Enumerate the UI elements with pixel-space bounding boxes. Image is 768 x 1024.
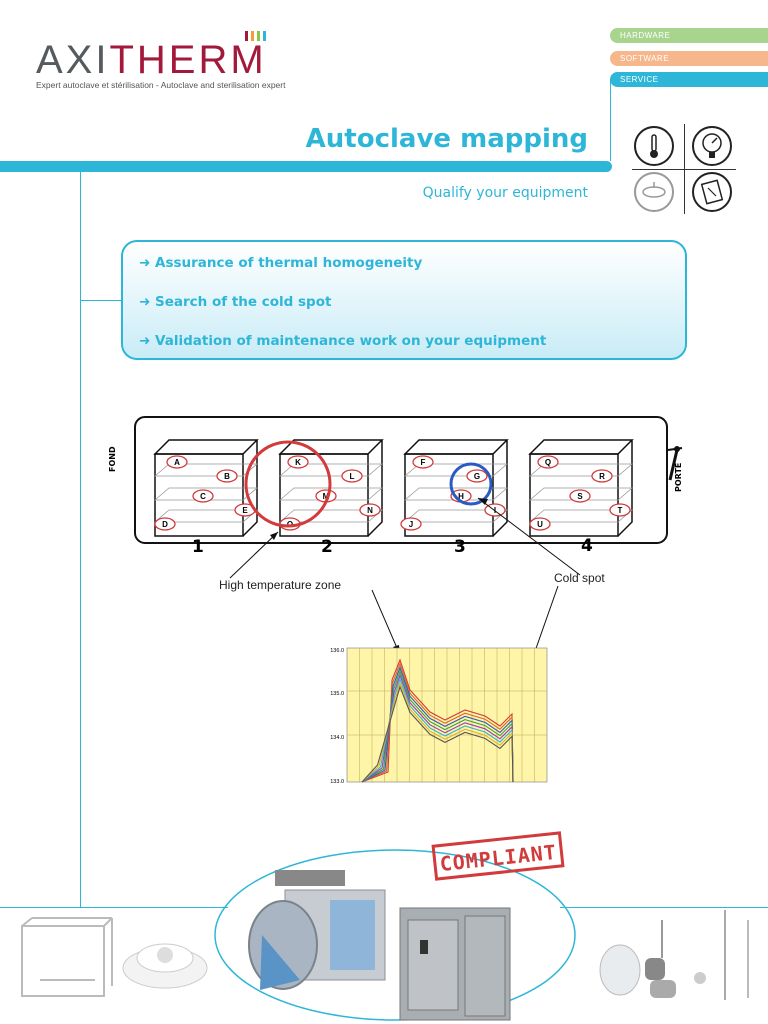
benefit-cold-spot: ➜ Search of the cold spot [139, 294, 332, 310]
rack-number-1: 1 [192, 537, 204, 557]
tagline: Expert autoclave et stérilisation - Auto… [36, 80, 286, 90]
page-title: Autoclave mapping [305, 124, 588, 154]
probe-label: I [494, 506, 496, 515]
probe-marker [537, 455, 559, 469]
rack-number-3: 3 [454, 537, 466, 557]
probe-marker [192, 489, 214, 503]
probe-marker [166, 455, 188, 469]
probe-marker [216, 469, 238, 483]
chart-tick-136: 136.0 [330, 648, 344, 654]
chart-tick-135: 135.0 [330, 691, 344, 697]
probe-label: A [174, 458, 180, 467]
tab-software[interactable]: SOFTWARE [610, 51, 768, 66]
icon-grid [632, 124, 736, 214]
rack-4: Q R S T U [528, 439, 634, 537]
cabinet-autoclave-image [399, 907, 511, 1021]
probe-label: D [162, 520, 168, 529]
logo: AXITHERM [36, 38, 267, 83]
probe-marker [591, 469, 613, 483]
bottom-line-right [560, 907, 768, 908]
page-subtitle: Qualify your equipment [422, 185, 588, 201]
probe-label: M [323, 492, 330, 501]
probe-label: N [367, 506, 373, 515]
title-bar [0, 161, 612, 172]
high-temp-label: High temperature zone [219, 578, 342, 592]
sensor-products-image [599, 910, 749, 1000]
logo-axi: AXI [36, 38, 110, 82]
probe-label: C [200, 492, 206, 501]
high-temp-circle [244, 440, 332, 528]
recorder-icon [692, 172, 732, 212]
chart-curve [361, 685, 514, 783]
probe-rack-image [21, 917, 113, 997]
temperature-chart: 136.0 135.0 134.0 133.0 [330, 647, 548, 785]
chart-curve [361, 673, 514, 783]
probe-label: H [458, 492, 464, 501]
rack-number-2: 2 [321, 537, 333, 557]
probe-label: K [295, 458, 301, 467]
probe-label: F [421, 458, 426, 467]
probe-label: U [537, 520, 543, 529]
porte-label: PORTE [674, 462, 683, 492]
probe-marker [400, 517, 422, 531]
pressure-gauge-icon [692, 126, 732, 166]
rack-1: A B C E D [153, 439, 259, 537]
chart-curve [361, 669, 514, 783]
probe-label: L [350, 472, 355, 481]
chart-tick-133: 133.0 [330, 779, 344, 785]
probe-marker [287, 455, 309, 469]
tab-service[interactable]: SERVICE [610, 72, 768, 87]
chart-curve [361, 681, 514, 783]
bottom-line-left [0, 907, 228, 908]
tab-hardware[interactable]: HARDWARE [610, 28, 768, 43]
chart-tick-134: 134.0 [330, 735, 344, 741]
probe-marker [154, 517, 176, 531]
wireless-probe-image [122, 943, 208, 989]
benefit-homogeneity: ➜ Assurance of thermal homogeneity [139, 255, 423, 271]
probe-icon [634, 172, 674, 212]
logo-bars-icon [245, 31, 266, 41]
rack-number-4: 4 [581, 536, 593, 556]
probe-label: B [224, 472, 230, 481]
probe-label: Q [545, 458, 551, 467]
cold-spot-label: Cold spot [554, 571, 605, 585]
probe-marker [359, 503, 381, 517]
probe-label: E [242, 506, 248, 515]
fond-label: FOND [108, 446, 117, 472]
logo-therm: THERM [109, 38, 267, 82]
products-area [21, 849, 749, 1021]
probe-label: R [599, 472, 605, 481]
probe-marker [466, 469, 488, 483]
benefits-box: ➜ Assurance of thermal homogeneity ➜ Sea… [121, 240, 687, 360]
probe-label: J [409, 520, 413, 529]
horizontal-autoclave-image [248, 870, 386, 990]
thermometer-icon [634, 126, 674, 166]
left-vertical-line [80, 172, 81, 908]
benefit-maintenance: ➜ Validation of maintenance work on your… [139, 333, 547, 349]
service-connector [610, 79, 611, 161]
probe-marker [609, 503, 631, 517]
chart-curve [361, 677, 514, 783]
benefits-connector [80, 300, 121, 301]
probe-marker [341, 469, 363, 483]
cold-spot-circle [449, 462, 493, 506]
probe-marker [412, 455, 434, 469]
probe-label: T [618, 506, 623, 515]
probe-label: S [577, 492, 583, 501]
probe-label: G [474, 472, 480, 481]
